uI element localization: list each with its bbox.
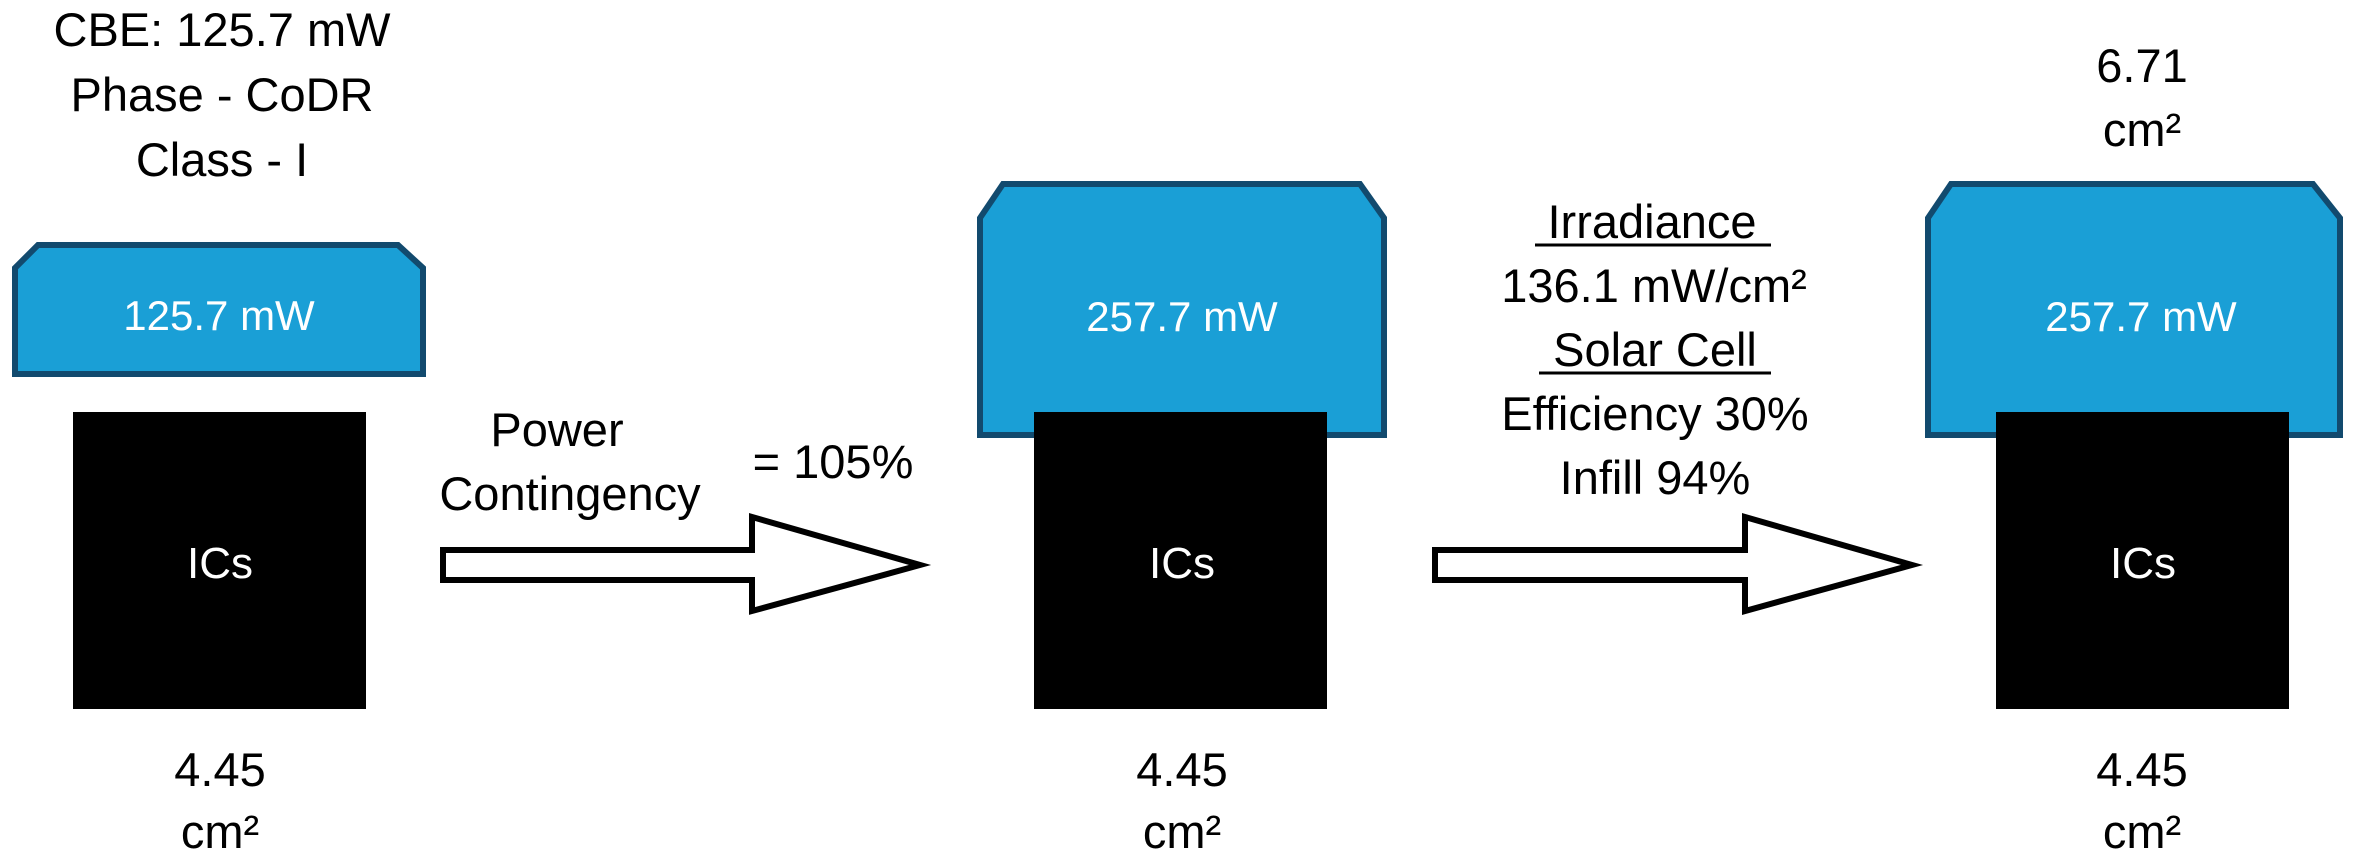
stage1-panel-label: 125.7 mW (123, 292, 315, 339)
infill-value: Infill 94% (1560, 451, 1751, 504)
stage2-area-unit: cm² (1143, 805, 1221, 858)
irradiance-value: 136.1 mW/cm² (1501, 259, 1807, 312)
stage-1: CBE: 125.7 mW Phase - CoDR Class - I 125… (12, 3, 426, 858)
stage2-area-value: 4.45 (1136, 743, 1227, 796)
stage2-solar-panel (977, 181, 1387, 438)
stage1-solar-panel (12, 242, 426, 377)
arrow1-label-value: = 105% (753, 435, 914, 488)
arrow1-shape (440, 513, 932, 615)
stage3-top-area-value: 6.71 (2096, 39, 2187, 92)
solar-cell-heading: Solar Cell (1553, 323, 1757, 376)
stage2-panel-label: 257.7 mW (1086, 293, 1278, 340)
stage3-area-value: 4.45 (2096, 743, 2187, 796)
stage3-top-area-unit: cm² (2103, 103, 2181, 156)
arrow-2: Irradiance 136.1 mW/cm² Solar Cell Effic… (1432, 195, 1924, 615)
stage3-ic-block (1996, 412, 2289, 709)
efficiency-value: Efficiency 30% (1501, 387, 1808, 440)
stage1-area-value: 4.45 (174, 743, 265, 796)
stage3-solar-panel (1925, 181, 2343, 438)
stage1-header-cbe: CBE: 125.7 mW (54, 3, 392, 56)
stage1-ic-block (73, 412, 366, 709)
stage3-panel-label: 257.7 mW (2045, 293, 2237, 340)
stage3-area-unit: cm² (2103, 805, 2181, 858)
stage2-ic-label: ICs (1149, 539, 1215, 588)
stage-2: 257.7 mW ICs 4.45 cm² (977, 181, 1387, 858)
stage3-ic-label: ICs (2110, 539, 2176, 588)
stage-3: 6.71 cm² 257.7 mW ICs 4.45 cm² (1925, 39, 2343, 858)
arrow-1: Power Contingency = 105% (439, 403, 932, 615)
stage1-header-class: Class - I (136, 133, 308, 186)
arrow1-label-contingency: Contingency (439, 467, 701, 520)
stage1-area-unit: cm² (181, 805, 259, 858)
stage1-ic-label: ICs (187, 539, 253, 588)
arrow2-shape (1432, 513, 1924, 615)
irradiance-heading: Irradiance (1548, 195, 1757, 248)
stage2-ic-block (1034, 412, 1327, 709)
arrow1-label-power: Power (490, 403, 623, 456)
stage1-header-phase: Phase - CoDR (71, 68, 374, 121)
